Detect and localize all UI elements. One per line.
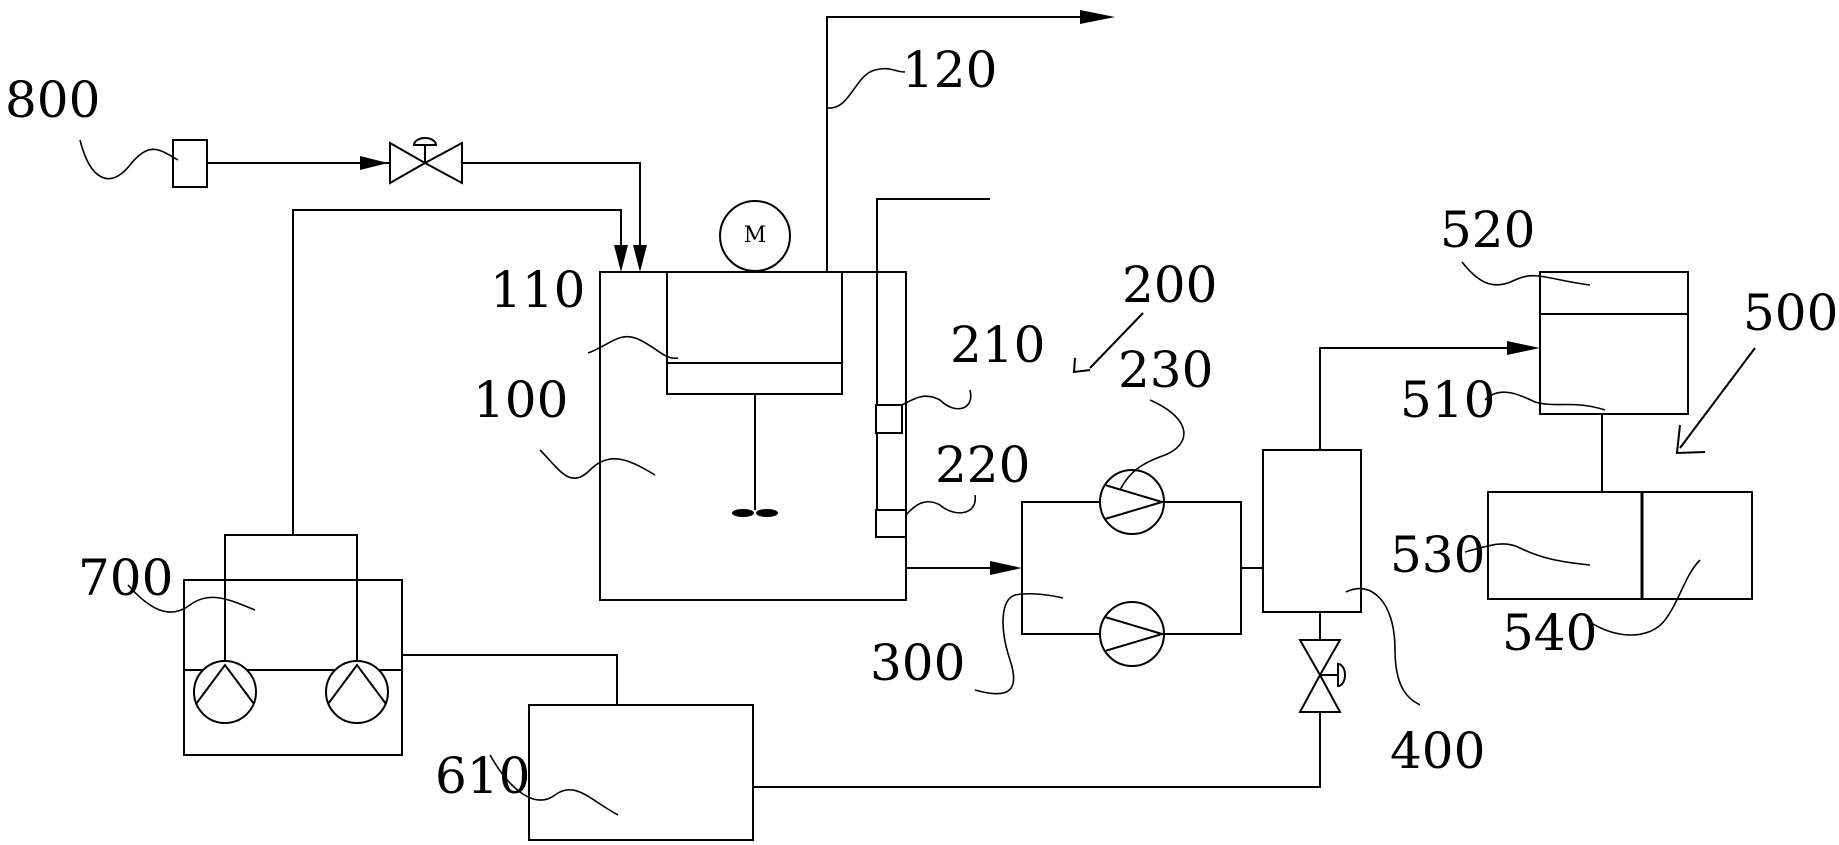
leader-400 (1345, 587, 1421, 706)
inlet-line-800 (207, 156, 647, 272)
leader-700 (127, 584, 256, 613)
label-800: 800 (5, 71, 100, 129)
reactor-110 (666, 271, 843, 395)
pump-230-lower (1099, 601, 1166, 667)
component-800 (172, 139, 208, 188)
leader-510 (1484, 391, 1606, 411)
leader-110 (587, 335, 679, 360)
label-510: 510 (1400, 371, 1495, 429)
sensor-220 (875, 509, 907, 538)
flow-line-to-300 (906, 561, 1022, 575)
tank-520 (1539, 271, 1689, 415)
outlet-valve (1298, 612, 1346, 713)
stirrer (732, 394, 778, 517)
line-610-700 (402, 654, 618, 705)
leader-120 (827, 67, 906, 109)
leader-520 (1461, 261, 1591, 286)
return-line-700 (292, 209, 628, 535)
label-220: 220 (935, 436, 1030, 494)
label-500: 500 (1743, 284, 1838, 342)
leader-100 (539, 449, 656, 479)
label-540: 540 (1502, 604, 1597, 662)
leader-800 (79, 139, 179, 180)
exhaust-line-120 (826, 10, 1115, 272)
tank-610 (528, 704, 754, 841)
pump-230-upper (1099, 469, 1166, 535)
pump-700-left (193, 660, 257, 724)
label-100: 100 (473, 371, 568, 429)
separator-400 (1262, 449, 1362, 613)
motor-letter: M (744, 223, 767, 248)
label-200: 200 (1122, 256, 1217, 314)
pointer-200 (1072, 312, 1144, 374)
inlet-valve (389, 137, 463, 185)
leader-230 (1119, 399, 1185, 491)
label-210: 210 (950, 316, 1045, 374)
motor: M (719, 200, 791, 272)
label-400: 400 (1390, 722, 1485, 780)
pointer-500 (1675, 347, 1756, 455)
leader-300 (974, 592, 1064, 695)
label-230: 230 (1118, 341, 1213, 399)
leader-210 (901, 389, 972, 410)
leader-540 (1586, 559, 1701, 636)
line-400-520 (1319, 341, 1540, 450)
label-700: 700 (78, 549, 173, 607)
label-530: 530 (1390, 526, 1485, 584)
leader-220 (905, 494, 976, 516)
label-610: 610 (435, 747, 530, 805)
leader-610 (489, 754, 619, 816)
leader-530 (1464, 543, 1591, 566)
sensor-210 (875, 404, 903, 434)
labels: 800 120 110 100 200 210 230 220 520 500 … (5, 41, 1838, 805)
label-120: 120 (902, 41, 997, 99)
label-300: 300 (870, 634, 965, 692)
leader-lines (79, 67, 1701, 816)
pump-700-right (325, 660, 389, 724)
label-520: 520 (1440, 201, 1535, 259)
line-valve-610 (753, 712, 1321, 788)
unit-530-540 (1487, 491, 1753, 600)
label-110: 110 (490, 261, 585, 319)
